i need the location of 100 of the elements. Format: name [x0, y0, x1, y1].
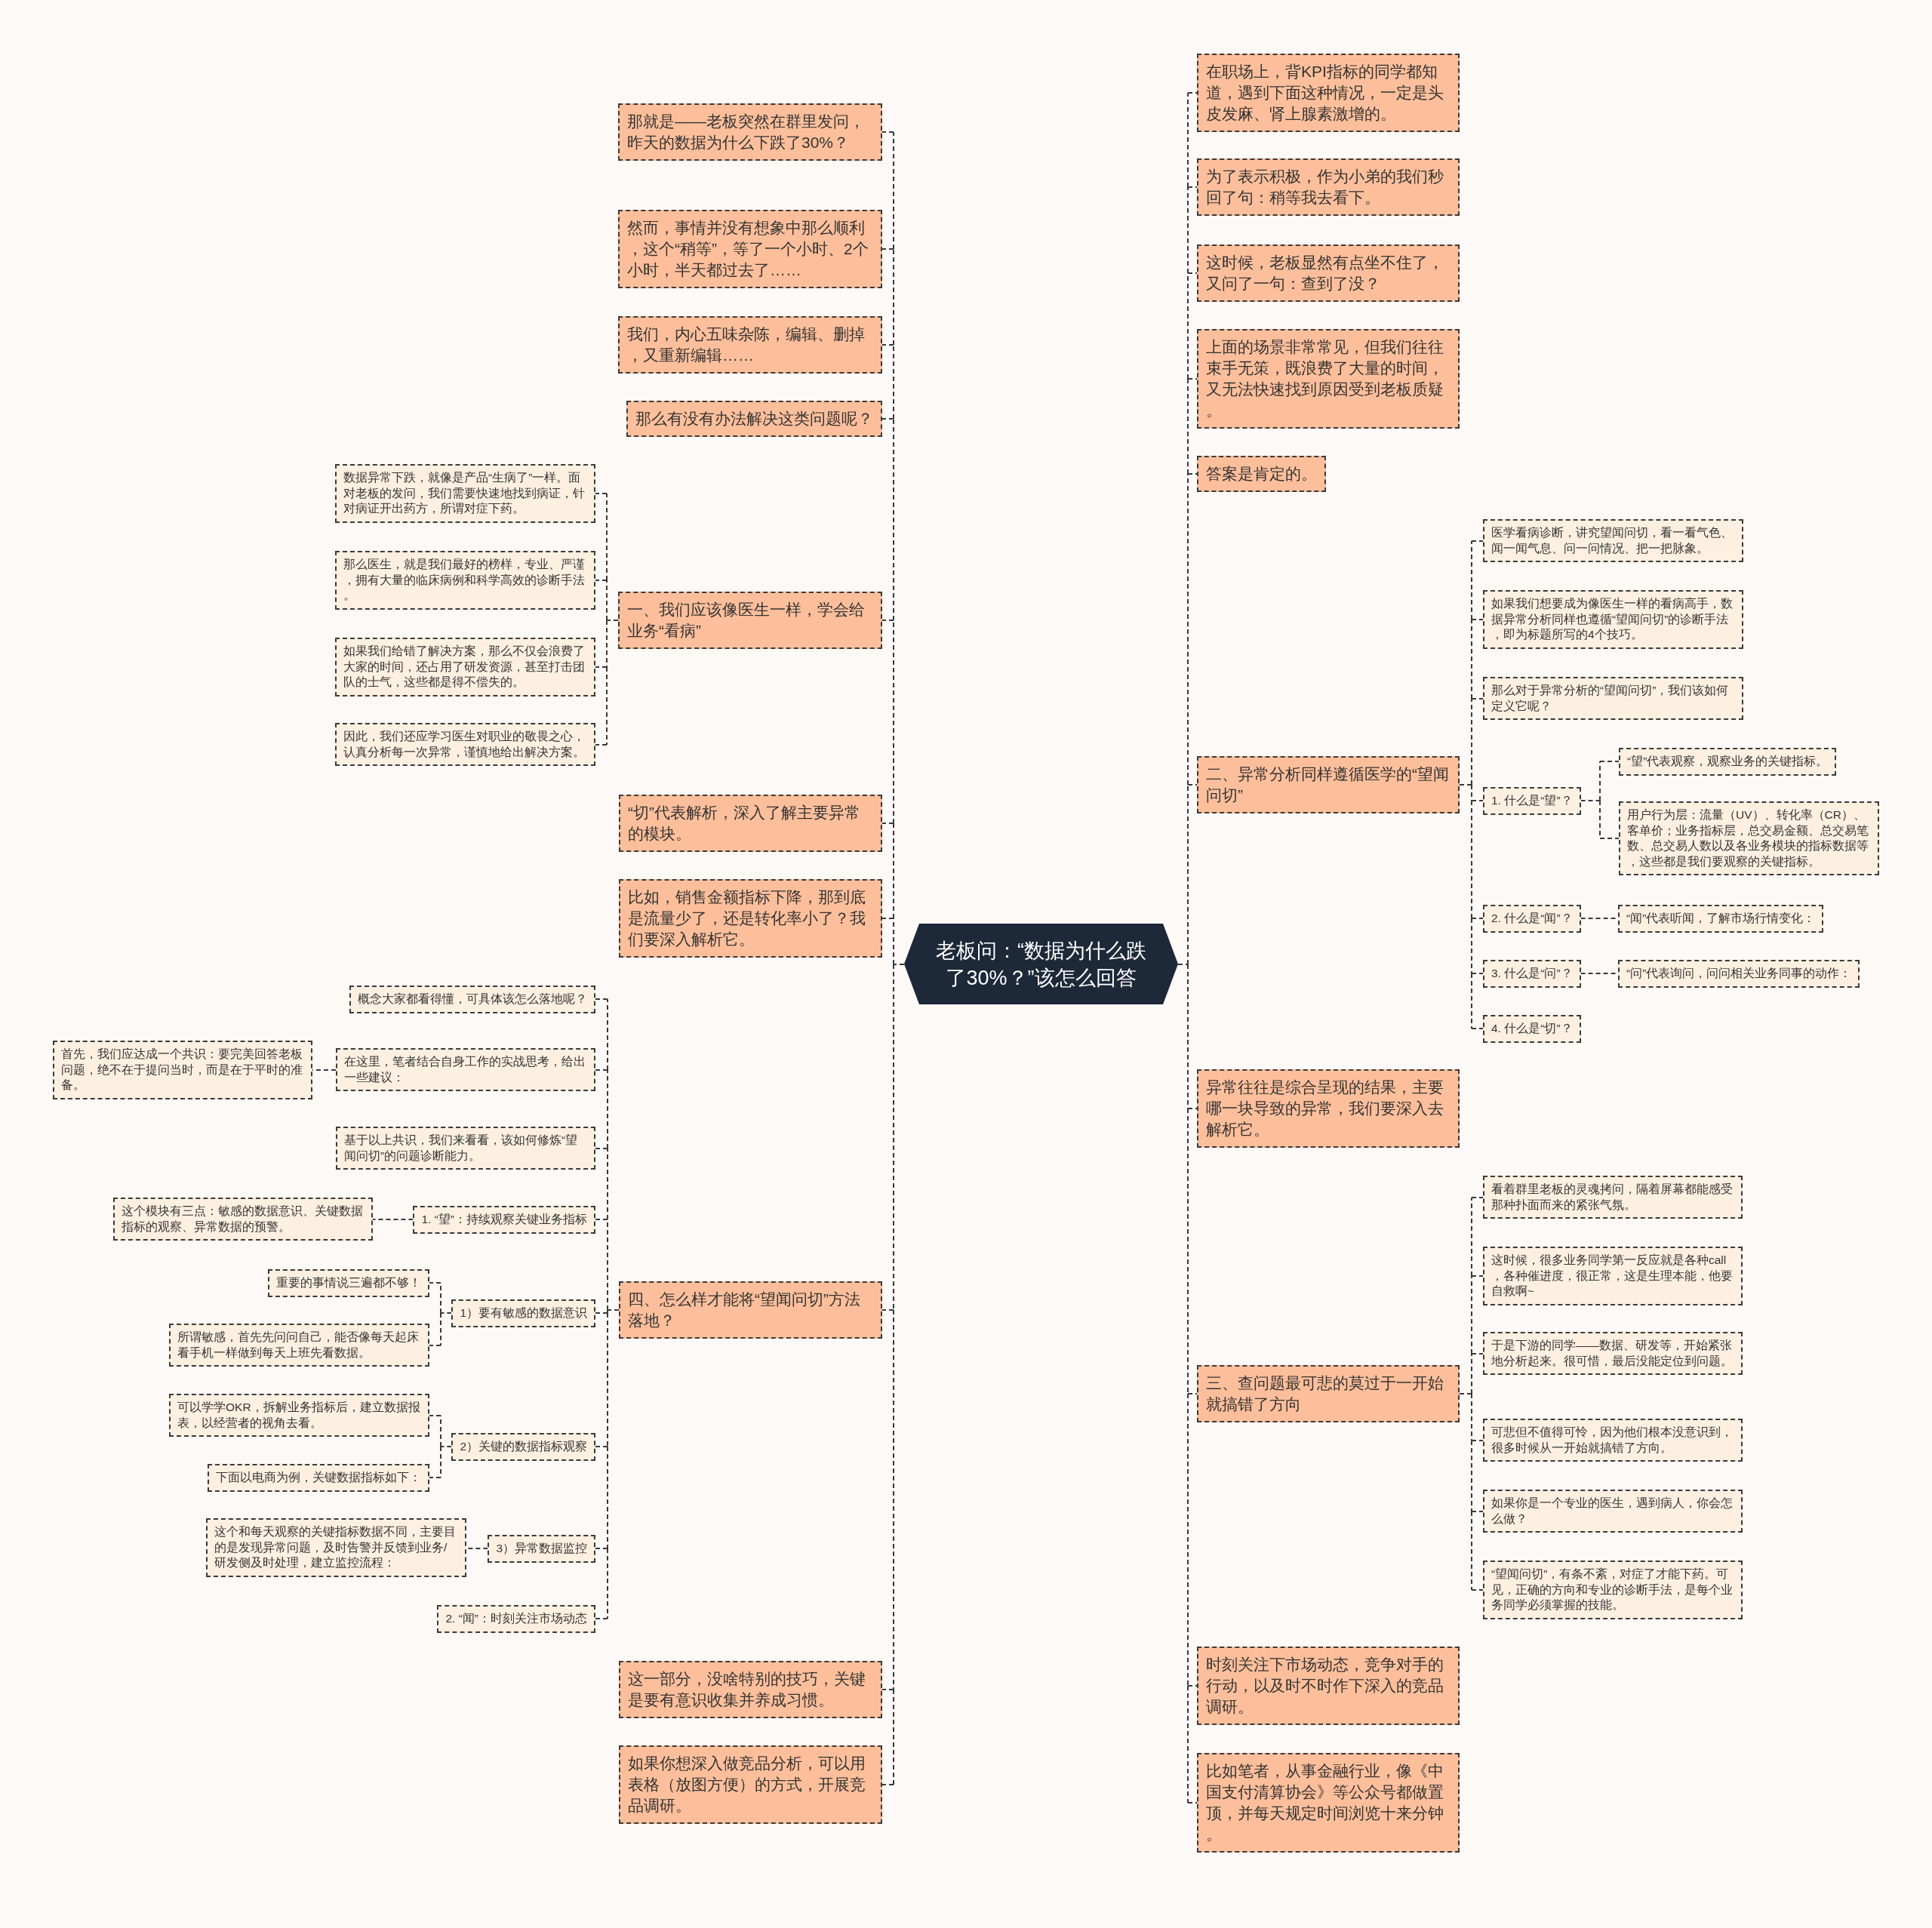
connector-line: [893, 418, 894, 621]
connector-line: [893, 964, 905, 965]
connector-line: [1471, 698, 1472, 786]
connector-line: [881, 1784, 894, 1785]
connector-line: [429, 1345, 441, 1346]
connector-line: [466, 1548, 489, 1549]
connector-line: [881, 918, 894, 919]
connector-line: [893, 823, 894, 919]
subtopic-box: “闻”代表听闻，了解市场行情变化：: [1618, 905, 1824, 933]
connector-line: [1599, 838, 1620, 839]
connector-line: [1187, 186, 1189, 274]
connector-line: [607, 1312, 608, 1447]
connector-line: [1187, 1393, 1189, 1687]
topic-box: “切”代表解析，深入了解主要异常的模块。: [619, 795, 882, 852]
connector-line: [1471, 698, 1484, 700]
connector-line: [893, 248, 894, 346]
topic-box: 我们，内心五味杂陈，编辑、删掉，又重新编辑……: [618, 316, 882, 374]
connector-line: [1187, 1108, 1198, 1109]
connector-line: [1187, 186, 1198, 188]
connector-line: [893, 918, 894, 965]
connector-line: [595, 1618, 608, 1619]
topic-box: 这一部分，没啥特别的技巧，关键是要有意识收集并养成习惯。: [619, 1661, 882, 1718]
subtopic-box: 如果我们想要成为像医生一样的看病高手，数据异常分析同样也遵循“望闻问切”的诊断手法，即为标题所写的4个技巧。: [1483, 590, 1743, 649]
connector-line: [1599, 761, 1620, 762]
subtopic-box: “问”代表询问，问问相关业务同事的动作：: [1618, 960, 1860, 988]
topic-box: 那么有没有办法解决这类问题呢？: [626, 401, 882, 437]
connector-line: [1187, 964, 1189, 1109]
subtopic-box: 这个模块有三点：敏感的数据意识、关键数据指标的观察、异常数据的预警。: [113, 1198, 373, 1241]
subtopic-box: 概念大家都看得懂，可具体该怎么落地呢？: [349, 986, 595, 1013]
connector-line: [606, 493, 608, 581]
connector-line: [1471, 784, 1472, 801]
subtopic-box: 医学看病诊断，讲究望闻问切，看一看气色、闻一闻气息、问一问情况、把一把脉象。: [1483, 519, 1743, 562]
subtopic-box: 看着群里老板的灵魂拷问，隔着屏幕都能感受那种扑面而来的紧张气氛。: [1483, 1176, 1743, 1219]
connector-line: [881, 344, 894, 346]
connector-line: [607, 998, 608, 1071]
connector-line: [1471, 1275, 1484, 1277]
connector-line: [1471, 1353, 1484, 1355]
connector-line: [881, 1689, 894, 1690]
connector-line: [607, 1309, 620, 1311]
connector-line: [606, 580, 608, 621]
connector-line: [1187, 1685, 1189, 1803]
connector-line: [893, 131, 894, 250]
connector-line: [1471, 1275, 1472, 1355]
subtopic-box: 数据异常下跌，就像是产品“生病了”一样。面对老板的发问，我们需要快速地找到病证，针对病证开出药方，所谓对症下药。: [335, 464, 595, 523]
topic-box: 时刻关注下市场动态，竞争对手的行动，以及时不时作下深入的竞品调研。: [1197, 1647, 1460, 1725]
subtopic-box: 2. “闻”：时刻关注市场动态: [437, 1605, 595, 1633]
subtopic-box: 下面以电商为例，关键数据指标如下：: [208, 1464, 429, 1492]
subtopic-box: 在这里，笔者结合自身工作的实战思考，给出一些建议：: [336, 1048, 595, 1091]
connector-line: [1471, 973, 1472, 1029]
connector-line: [1471, 540, 1472, 620]
connector-line: [372, 1219, 414, 1220]
connector-line: [1187, 784, 1189, 965]
connector-line: [1471, 918, 1484, 919]
topic-box: 在职场上，背KPI指标的同学都知道，遇到下面这种情况，一定是头皮发麻、肾上腺素激增的。: [1197, 54, 1460, 132]
connector-line: [607, 1548, 608, 1619]
connector-line: [1471, 918, 1472, 974]
topic-box: 这时候，老板显然有点坐不住了，又问了一句：查到了没？: [1197, 244, 1460, 302]
connector-line: [1459, 784, 1472, 786]
subtopic-box: 1）要有敏感的数据意识: [451, 1299, 595, 1327]
subtopic-box: 4. 什么是“切”？: [1483, 1015, 1581, 1043]
subtopic-box: 用户行为层：流量（UV）、转化率（CR）、客单价；业务指标层，总交易金额、总交易笔数、总交易人数以及各业务模块的指标数据等，这些都是我们要观察的关键指标。: [1619, 801, 1879, 875]
connector-line: [1471, 619, 1484, 620]
subtopic-box: “望闻问切”，有条不紊，对症了才能下药。可见，正确的方向和专业的诊断手法，是每个业务同学必须掌握的技能。: [1483, 1561, 1743, 1619]
connector-line: [595, 744, 608, 746]
connector-line: [595, 1446, 608, 1447]
connector-line: [1471, 1197, 1472, 1277]
connector-line: [1187, 1685, 1198, 1687]
connector-line: [429, 1415, 441, 1416]
connector-line: [1459, 1393, 1472, 1394]
topic-box: 上面的场景非常常见，但我们往往束手无策，既浪费了大量的时间，又无法快速找到原因受到老板质疑。: [1197, 329, 1460, 429]
connector-line: [881, 248, 894, 250]
topic-box: 然而，事情并没有想象中那么顺利，这个“稍等”，等了一个小时、2个小时，半天都过去了……: [618, 210, 882, 288]
topic-box: 三、查问题最可悲的莫过于一开始就搞错了方向: [1197, 1365, 1460, 1422]
subtopic-box: 2）关键的数据指标观察: [451, 1433, 595, 1461]
subtopic-box: 1. “望”：持续观察关键业务指标: [413, 1206, 595, 1234]
connector-line: [1471, 1511, 1472, 1591]
subtopic-box: 那么医生，就是我们最好的榜样，专业、严谨，拥有大量的临床病例和科学高效的诊断手法。: [335, 551, 595, 610]
connector-line: [440, 1312, 453, 1314]
connector-line: [595, 1548, 608, 1549]
connector-line: [881, 418, 894, 420]
subtopic-box: 1. 什么是“望”？: [1483, 787, 1581, 815]
connector-line: [881, 1309, 894, 1311]
connector-line: [1471, 619, 1472, 700]
subtopic-box: 基于以上共识，我们来看看，该如何修炼“望闻问切”的问题诊断能力。: [336, 1127, 595, 1170]
topic-box: 如果你想深入做竞品分析，可以用表格（放图方便）的方式，开展竞品调研。: [619, 1745, 882, 1824]
subtopic-box: 于是下游的同学——数据、研发等，开始紧张地分析起来。很可惜，最后没能定位到问题。: [1483, 1332, 1743, 1375]
connector-line: [1187, 1802, 1198, 1803]
connector-line: [1471, 1440, 1484, 1441]
connector-line: [1187, 784, 1198, 786]
connector-line: [595, 1219, 608, 1220]
topic-box: 二、异常分析同样遵循医学的“望闻问切”: [1197, 756, 1460, 813]
connector-line: [1471, 800, 1484, 801]
connector-line: [1187, 473, 1198, 475]
connector-line: [893, 1689, 894, 1785]
connector-line: [607, 1309, 608, 1314]
subtopic-box: 2. 什么是“闻”？: [1483, 905, 1581, 933]
connector-line: [1471, 973, 1484, 974]
subtopic-box: 所谓敏感，首先先问问自己，能否像每天起床看手机一样做到每天上班先看数据。: [169, 1324, 429, 1367]
connector-line: [1187, 1108, 1189, 1394]
subtopic-box: 如果我们给错了解决方案，那么不仅会浪费了大家的时间，还占用了研发资源，甚至打击团队的士气，这些都是得不偿失的。: [335, 638, 595, 696]
